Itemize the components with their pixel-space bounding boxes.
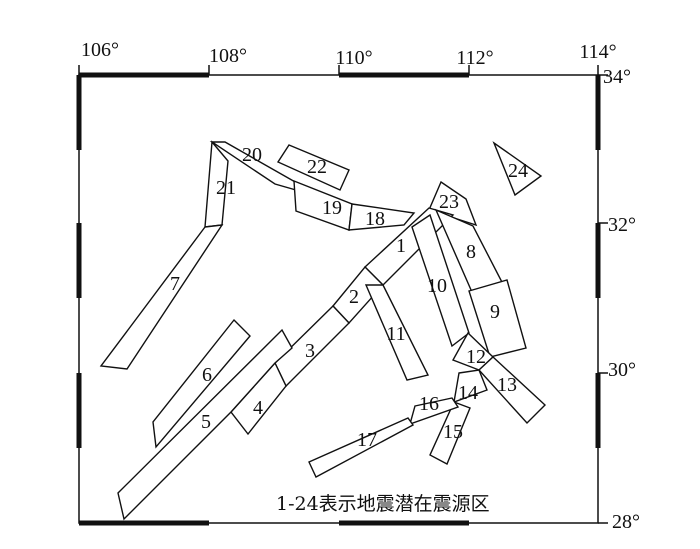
zone-label-21: 21 (216, 177, 236, 199)
zone-label-17: 17 (357, 429, 377, 451)
map-frame (76, 65, 608, 526)
zone-label-9: 9 (490, 301, 500, 323)
lon-label-112: 112° (456, 47, 493, 69)
zone-label-22: 22 (307, 156, 327, 178)
lon-label-110: 110° (335, 47, 372, 69)
lon-label-106: 106° (81, 39, 119, 61)
zone-label-1: 1 (396, 235, 406, 257)
zone-14 (453, 369, 488, 404)
lat-label-34: 34° (603, 66, 631, 88)
map-note: 1-24表示地震潜在震源区 (276, 493, 490, 515)
zone-label-11: 11 (386, 323, 405, 345)
zone-15 (429, 401, 471, 465)
zone-24 (492, 141, 543, 197)
zone-11 (364, 284, 430, 381)
zone-22 (276, 144, 350, 191)
zone-17 (308, 417, 415, 478)
zone-label-24: 24 (508, 160, 528, 182)
zone-label-14: 14 (458, 382, 478, 404)
zone-9 (468, 279, 527, 358)
zone-label-4: 4 (253, 397, 263, 419)
zone-label-15: 15 (443, 421, 463, 443)
zone-label-2: 2 (349, 286, 359, 308)
zone-label-5: 5 (201, 411, 211, 433)
lon-label-114: 114° (579, 41, 616, 63)
zone-label-23: 23 (439, 191, 459, 213)
zone-labels: 1 2 3 4 5 6 7 8 9 10 11 12 13 14 15 16 1… (170, 144, 528, 451)
lat-label-32: 32° (608, 214, 636, 236)
zone-label-16: 16 (419, 393, 439, 415)
zone-label-20: 20 (242, 144, 262, 166)
longitude-labels: 106° 108° 110° 112° 114° (81, 39, 617, 69)
zone-label-13: 13 (497, 374, 517, 396)
zone-label-12: 12 (466, 346, 486, 368)
zone-7 (99, 224, 224, 370)
zone-23 (428, 180, 478, 227)
latitude-labels: 34° 32° 30° 28° (603, 66, 640, 533)
zone-label-3: 3 (305, 340, 315, 362)
lat-label-28: 28° (612, 511, 640, 533)
zone-label-7: 7 (170, 273, 180, 295)
zone-label-6: 6 (202, 364, 212, 386)
lon-label-108: 108° (209, 45, 247, 67)
zone-13 (478, 356, 547, 425)
zone-label-19: 19 (322, 197, 342, 219)
source-zones (99, 140, 547, 521)
lat-label-30: 30° (608, 359, 636, 381)
zone-label-10: 10 (427, 275, 447, 297)
zone-5 (117, 328, 293, 521)
zone-label-8: 8 (466, 241, 476, 263)
zone-18 (348, 203, 416, 231)
zone-16 (408, 397, 460, 426)
zone-6 (152, 318, 251, 449)
zone-label-18: 18 (365, 208, 385, 230)
